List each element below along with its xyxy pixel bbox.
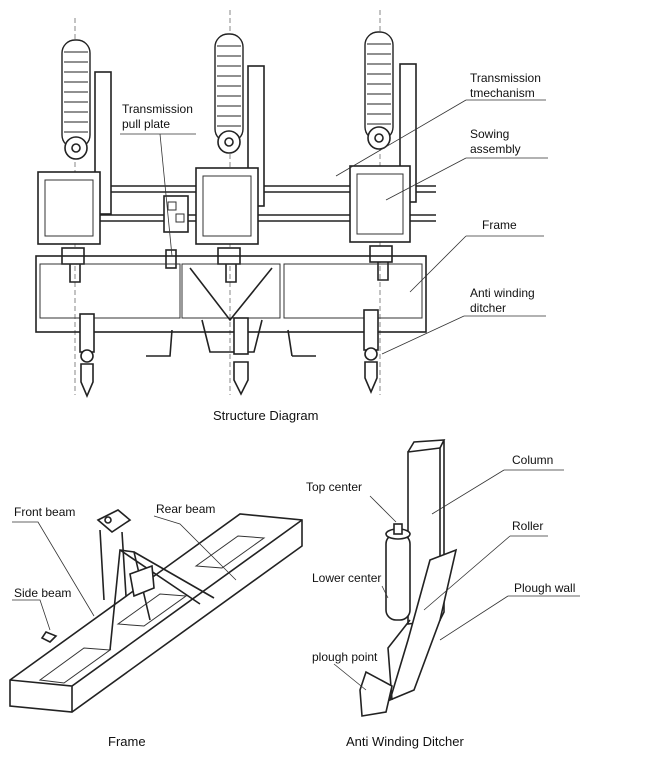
caption-anti-winding-ditcher: Anti Winding Ditcher <box>346 734 464 749</box>
label-anti-winding-ditcher-line2: ditcher <box>470 301 507 315</box>
sowing-unit-middle <box>195 33 265 283</box>
structure-leader-lines <box>120 99 548 355</box>
label-transmission-pull-plate-line1: Transmission <box>122 102 193 116</box>
label-transmission-mechanism-line1: Transmission <box>470 71 541 85</box>
label-transmission-mechanism-line2: tmechanism <box>470 86 535 100</box>
label-sowing-assembly-line2: assembly <box>470 142 521 156</box>
label-column: Column <box>512 453 554 467</box>
label-sowing-assembly-line1: Sowing <box>470 127 510 141</box>
structure-diagram <box>35 10 548 399</box>
ditcher-leader-lines <box>333 469 580 691</box>
frame-leader-lines <box>12 515 237 631</box>
frame-drawing <box>9 509 303 713</box>
caption-frame: Frame <box>108 734 146 749</box>
caption-structure-diagram: Structure Diagram <box>213 408 319 423</box>
label-plough-wall: Plough wall <box>514 581 576 595</box>
tire-tread-right <box>367 43 391 125</box>
sowing-unit-left <box>37 39 112 283</box>
main-frame <box>35 255 427 353</box>
tire-tread-middle <box>217 45 241 127</box>
label-side-beam: Side beam <box>14 586 72 600</box>
label-anti-winding-ditcher-line1: Anti winding <box>470 286 535 300</box>
anti-winding-ditchers <box>79 309 379 399</box>
label-roller: Roller <box>512 519 544 533</box>
label-transmission-pull-plate-line2: pull plate <box>122 117 171 131</box>
label-rear-beam: Rear beam <box>156 502 216 516</box>
label-frame: Frame <box>482 218 517 232</box>
transmission-pull-plate <box>163 195 189 269</box>
tire-tread-left <box>64 51 88 133</box>
ditcher-drawing <box>333 439 580 717</box>
label-plough-point: plough point <box>312 650 378 664</box>
label-front-beam: Front beam <box>14 505 76 519</box>
label-top-center: Top center <box>306 480 363 494</box>
label-lower-center: Lower center <box>312 571 382 585</box>
sowing-unit-right <box>349 31 417 281</box>
